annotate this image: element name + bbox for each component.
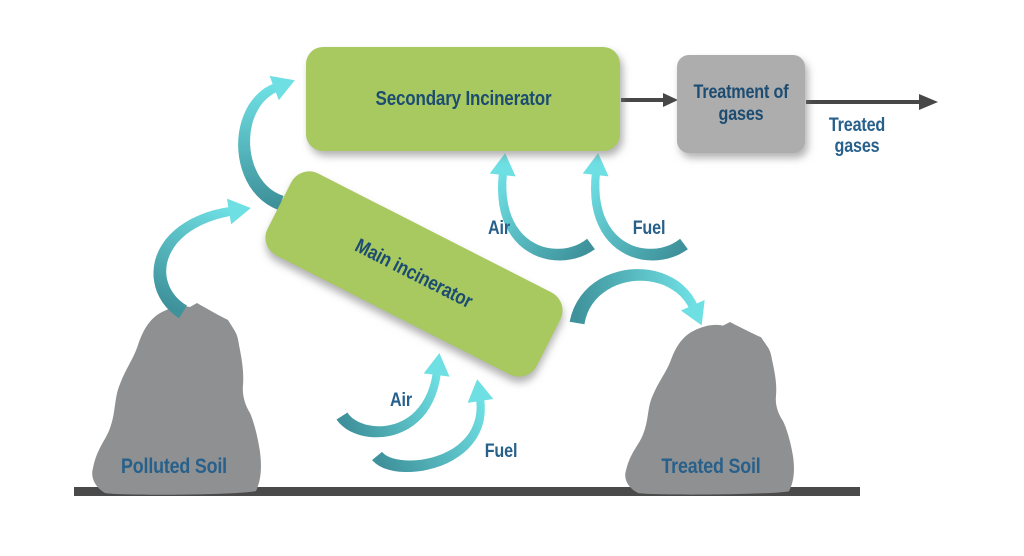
flow-arrows xyxy=(153,75,705,472)
main-incinerator-label: Main incinerator xyxy=(351,234,477,313)
fuel-label-secondary: Fuel xyxy=(632,218,666,239)
treatment-of-gases-box: Treatment of gases xyxy=(677,55,805,153)
arrow-secondary-to-treatment xyxy=(621,93,678,107)
arrow-fuel-main xyxy=(372,397,485,472)
arrow-air-main-head xyxy=(423,353,450,377)
arrow-main-to-treated xyxy=(569,269,699,325)
arrow-main-to-treated-head xyxy=(680,300,705,326)
secondary-incinerator-label: Secondary Incinerator xyxy=(375,87,551,110)
air-label-main: Air xyxy=(390,390,412,411)
arrow-air-secondary xyxy=(498,171,595,261)
arrow-fuel-secondary xyxy=(591,171,688,261)
secondary-incinerator-box: Secondary Incinerator xyxy=(306,47,620,151)
arrow-main-to-secondary xyxy=(238,82,284,211)
arrow-treatment-to-out xyxy=(806,94,938,110)
arrow-air-main xyxy=(336,371,441,438)
arrow-main-to-secondary-head xyxy=(269,75,295,101)
treatment-of-gases-label: Treatment of gases xyxy=(693,82,789,125)
polluted-soil-mound xyxy=(92,303,261,495)
arrow-soil-to-main xyxy=(153,206,233,319)
treated-gases-label: Treated gases xyxy=(828,115,886,157)
arrow-soil-to-main-head xyxy=(226,198,251,225)
arrow-fuel-main-head xyxy=(467,379,494,403)
arrow-air-secondary-head xyxy=(489,153,516,177)
arrow-fuel-secondary-head xyxy=(582,153,609,177)
treated-soil-label: Treated Soil xyxy=(661,455,761,478)
polluted-soil-label: Polluted Soil xyxy=(121,455,227,478)
fuel-label-main: Fuel xyxy=(484,441,518,462)
ground-line xyxy=(74,487,860,496)
air-label-secondary: Air xyxy=(488,218,510,239)
